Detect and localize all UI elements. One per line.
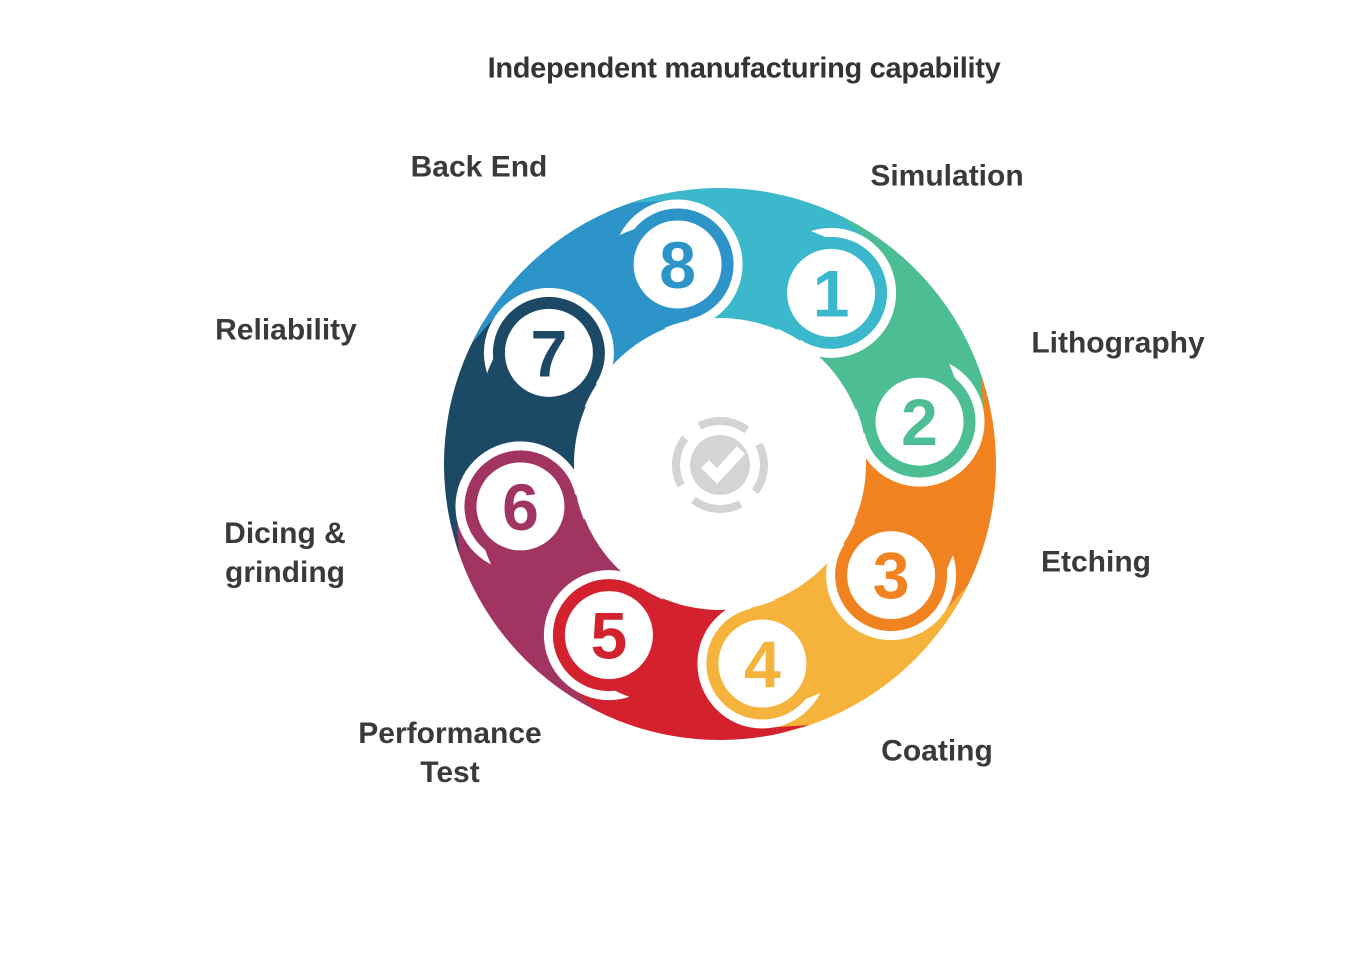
number-circle-5 [564, 591, 653, 680]
page-title: Independent manufacturing capability [487, 52, 1001, 85]
segment-label-back-end: Back End [410, 150, 548, 184]
segment-tail-tip-2 [840, 215, 871, 239]
segment-number-2: 2 [901, 385, 938, 459]
segment-label-lithography: Lithography [1031, 326, 1205, 360]
number-circle-2 [875, 377, 964, 466]
number-circle-7 [504, 308, 593, 397]
segment-label-reliability: Reliability [215, 313, 357, 347]
segment-tail-tip-8 [471, 313, 495, 344]
segment-number-7: 7 [531, 316, 568, 390]
segment-number-4: 4 [744, 627, 781, 701]
segment-number-8: 8 [659, 228, 696, 302]
number-circle-1 [787, 248, 876, 337]
segment-label-etching: Etching [1041, 545, 1151, 579]
segment-number-6: 6 [502, 470, 539, 544]
badge-dashed-ring [672, 417, 768, 513]
segment-number-5: 5 [591, 599, 628, 673]
check-badge-icon [672, 417, 768, 513]
segment-tail-tip-1 [630, 194, 665, 204]
segment-tail-tip-5 [775, 724, 810, 734]
check-icon [701, 446, 746, 484]
segment-number-1: 1 [813, 256, 850, 330]
segment-number-3: 3 [873, 539, 910, 613]
segment-tail-tip-7 [450, 519, 460, 554]
segment-tail-tip-3 [980, 374, 990, 409]
segment-label-simulation: Simulation [870, 159, 1024, 193]
number-circle-6 [476, 462, 565, 551]
segment-label-dicing-grinding: Dicing & grinding [224, 517, 346, 589]
number-circle-8 [633, 220, 722, 309]
segment-label-coating: Coating [881, 734, 993, 768]
segment-tail-tip-4 [945, 584, 969, 615]
segment-tail-tip-6 [569, 689, 600, 713]
segment-label-performance-test: Performance Test [358, 717, 542, 789]
number-circle-4 [718, 619, 807, 708]
number-circle-3 [847, 531, 936, 620]
